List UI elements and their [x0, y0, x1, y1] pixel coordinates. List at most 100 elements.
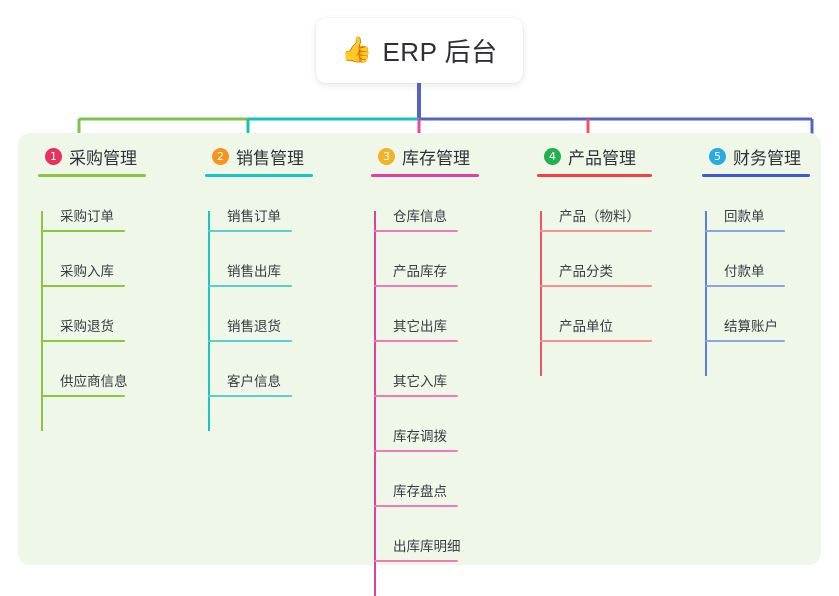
- leaf-label: 库存调拨: [393, 429, 447, 444]
- leaf-stem-4: [540, 211, 542, 376]
- leaf-label: 采购入库: [60, 264, 114, 279]
- leaf-rule: [41, 230, 125, 232]
- branches-panel: [18, 133, 821, 565]
- branch-badge-5: 5: [709, 147, 726, 165]
- leaf-item[interactable]: 出库库明细: [371, 507, 521, 562]
- thumbs-up-icon: 👍: [341, 36, 373, 64]
- leaf-stem-3: [374, 211, 376, 596]
- leaf-item[interactable]: 付款单: [702, 232, 822, 287]
- leaf-item[interactable]: 回款单: [702, 177, 822, 232]
- leaf-rule: [705, 285, 785, 287]
- leaf-item[interactable]: 库存盘点: [371, 452, 521, 507]
- leaf-item[interactable]: 采购退货: [38, 287, 188, 342]
- leaf-item[interactable]: 结算账户: [702, 287, 822, 342]
- leaf-item[interactable]: 库存调拨: [371, 397, 521, 452]
- leaf-item[interactable]: 产品库存: [371, 232, 521, 287]
- leaf-rule: [705, 340, 785, 342]
- leaf-label: 采购退货: [60, 319, 114, 334]
- branch-rule-4: [537, 174, 652, 177]
- leaf-rule: [41, 395, 125, 397]
- leaf-item[interactable]: 产品（物料）: [537, 177, 687, 232]
- branch-badge-2: 2: [212, 147, 229, 165]
- leaf-label: 销售订单: [227, 209, 281, 224]
- leaf-item[interactable]: 产品单位: [537, 287, 687, 342]
- leaf-label: 产品单位: [559, 319, 613, 334]
- leaf-label: 其它入库: [393, 374, 447, 389]
- branch-header-4[interactable]: 4 产品管理: [537, 143, 687, 169]
- branch-5[interactable]: 5 财务管理回款单付款单结算账户: [702, 143, 822, 376]
- leaf-item[interactable]: 仓库信息: [371, 177, 521, 232]
- leaf-label: 产品（物料）: [559, 209, 640, 224]
- leaf-label: 回款单: [724, 209, 765, 224]
- leaf-rule: [374, 340, 458, 342]
- leaf-rule: [540, 340, 652, 342]
- leaf-label: 客户信息: [227, 374, 281, 389]
- branch-header-2[interactable]: 2 销售管理: [205, 143, 355, 169]
- root-node[interactable]: 👍 ERP 后台: [316, 18, 523, 83]
- leaf-item[interactable]: 采购订单: [38, 177, 188, 232]
- leaf-rule: [41, 340, 125, 342]
- leaf-label: 结算账户: [724, 319, 778, 334]
- leaf-item[interactable]: 其它出库: [371, 287, 521, 342]
- branch-rule-2: [205, 174, 313, 177]
- leaf-label: 仓库信息: [393, 209, 447, 224]
- leaf-rule: [41, 285, 125, 287]
- leaf-label: 供应商信息: [60, 374, 128, 389]
- leaf-rule: [208, 395, 292, 397]
- branch-3[interactable]: 3 库存管理仓库信息产品库存其它出库其它入库库存调拨库存盘点出库库明细: [371, 143, 521, 596]
- leaf-rule: [374, 450, 458, 452]
- leaf-rule: [374, 285, 458, 287]
- branch-label-1: 采购管理: [69, 148, 137, 168]
- leaf-item[interactable]: 销售订单: [205, 177, 355, 232]
- leaf-label: 库存盘点: [393, 484, 447, 499]
- leaf-item[interactable]: 销售退货: [205, 287, 355, 342]
- leaf-rule: [540, 285, 652, 287]
- branch-rule-5: [702, 174, 810, 177]
- branch-header-1[interactable]: 1 采购管理: [38, 143, 188, 169]
- leaf-stem-1: [41, 211, 43, 431]
- branch-label-2: 销售管理: [236, 148, 304, 168]
- leaf-label: 销售出库: [227, 264, 281, 279]
- leaf-rule: [208, 285, 292, 287]
- leaf-item[interactable]: 销售出库: [205, 232, 355, 287]
- branch-header-5[interactable]: 5 财务管理: [702, 143, 822, 169]
- leaf-item[interactable]: 产品分类: [537, 232, 687, 287]
- leaf-label: 付款单: [724, 264, 765, 279]
- branch-badge-4: 4: [544, 147, 561, 165]
- branch-header-3[interactable]: 3 库存管理: [371, 143, 521, 169]
- leaf-label: 采购订单: [60, 209, 114, 224]
- leaf-rule: [208, 340, 292, 342]
- leaf-label: 产品库存: [393, 264, 447, 279]
- leaf-label: 销售退货: [227, 319, 281, 334]
- branch-1[interactable]: 1 采购管理采购订单采购入库采购退货供应商信息: [38, 143, 188, 431]
- root-title: ERP 后台: [382, 37, 498, 67]
- leaf-list-1: 采购订单采购入库采购退货供应商信息: [38, 177, 188, 431]
- branch-badge-3: 3: [378, 147, 395, 165]
- branch-label-5: 财务管理: [733, 148, 801, 168]
- leaf-label: 出库库明细: [393, 539, 461, 554]
- branch-4[interactable]: 4 产品管理产品（物料） 产品分类产品单位: [537, 143, 687, 376]
- leaf-stem-2: [208, 211, 210, 431]
- branch-2[interactable]: 2 销售管理销售订单销售出库销售退货客户信息: [205, 143, 355, 431]
- leaf-rule: [374, 395, 458, 397]
- leaf-label: 产品分类: [559, 264, 613, 279]
- leaf-item[interactable]: 供应商信息: [38, 342, 188, 397]
- branch-rule-3: [371, 174, 479, 177]
- branch-label-4: 产品管理: [568, 148, 636, 168]
- leaf-rule: [208, 230, 292, 232]
- leaf-rule: [540, 230, 652, 232]
- leaf-stem-5: [705, 211, 707, 376]
- leaf-list-4: 产品（物料） 产品分类产品单位: [537, 177, 687, 376]
- leaf-rule: [374, 505, 458, 507]
- leaf-list-2: 销售订单销售出库销售退货客户信息: [205, 177, 355, 431]
- branch-badge-1: 1: [45, 147, 62, 165]
- branch-rule-1: [38, 174, 146, 177]
- leaf-rule: [374, 230, 458, 232]
- leaf-item[interactable]: 其它入库: [371, 342, 521, 397]
- branch-label-3: 库存管理: [402, 148, 470, 168]
- leaf-item[interactable]: 客户信息: [205, 342, 355, 397]
- leaf-list-5: 回款单付款单结算账户: [702, 177, 822, 376]
- leaf-rule: [374, 560, 458, 562]
- leaf-item[interactable]: 采购入库: [38, 232, 188, 287]
